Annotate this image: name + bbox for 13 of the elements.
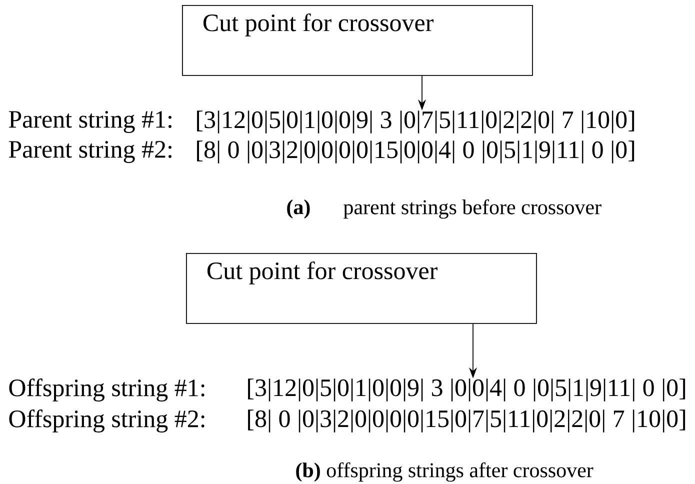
- gene-string: [3|12|0|5|0|1|0|0|9| 3 |0|0|4| 0 |0|5|1|9|11| 0 |0]: [248, 378, 686, 402]
- gene-string: [8| 0 |0|3|2|0|0|0|0|15|0|0|4| 0 |0|5|1|9|11| 0 |0]: [197, 140, 634, 164]
- text-box: Cut point for crossover: [186, 253, 537, 324]
- row-label: Offspring string #1:: [9, 378, 204, 402]
- row-label: Parent string #2:: [8, 141, 172, 163]
- gene-string: [3|12|0|5|0|1|0|0|9| 3 |0|7|5|11|0|2|2|0| 7 |10|0]: [197, 110, 634, 134]
- gene-string: [8| 0 |0|3|2|0|0|0|0|15|0|7|5|11|0|2|2|0| 7 |10|0]: [248, 410, 686, 432]
- row-label: Offspring string #2:: [9, 410, 204, 432]
- caption: parent strings before crossover: [344, 199, 602, 219]
- caption: (b) offspring strings after crossover: [296, 462, 594, 482]
- row-label: Parent string #1:: [8, 111, 172, 133]
- text-box: Cut point for crossover: [182, 5, 533, 76]
- caption-letter: (a): [287, 199, 310, 219]
